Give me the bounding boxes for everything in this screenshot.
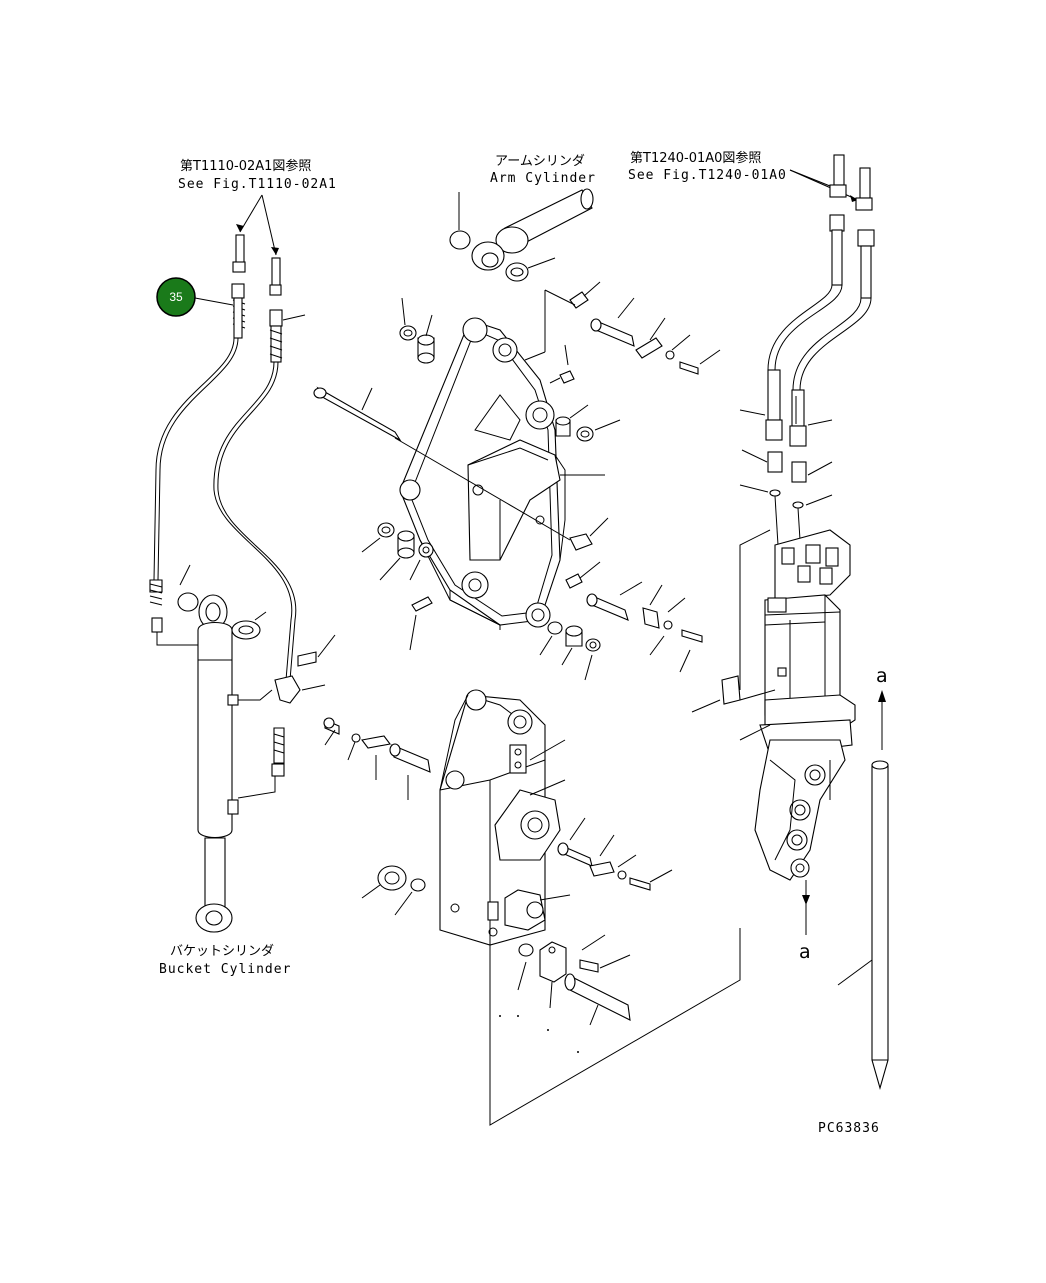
mid-right-pins — [409, 561, 703, 681]
bucket-hose-ref-jp: 第T1110-02A1図参照 — [180, 158, 311, 174]
bucket-cylinder-label-jp: バケットシリンダ — [170, 944, 274, 959]
assembly-group-lines — [489, 529, 771, 1126]
breaker-rod — [837, 760, 889, 1091]
arm-cylinder-label-jp: アームシリンダ — [495, 154, 585, 169]
bucket-cylinder-fittings — [271, 634, 336, 777]
drawing-number: PC63836 — [818, 1121, 880, 1136]
arm-cylinder — [449, 188, 594, 282]
marker-a-arrows — [802, 690, 886, 935]
arm-cylinder-label-en: Arm Cylinder — [490, 171, 596, 186]
bucket-hose-ref-en: See Fig.T1110-02A1 — [178, 177, 337, 192]
callout-35-leader — [194, 297, 234, 306]
upper-bushings — [361, 297, 435, 581]
upper-right-pins — [524, 281, 721, 551]
breaker-ref-arrows — [789, 169, 859, 202]
breaker-hoses — [739, 154, 875, 546]
upper-pin — [313, 386, 571, 541]
lower-pins — [323, 717, 673, 1053]
bucket-hose-right — [213, 257, 306, 681]
bucket-hose-left — [153, 234, 246, 581]
callout-35-badge[interactable] — [156, 277, 196, 317]
marker-a-bottom: a — [799, 941, 811, 963]
breaker-body — [691, 529, 856, 881]
marker-a-top: a — [876, 665, 888, 687]
callout-35-number[interactable]: 35 — [169, 290, 183, 304]
breaker-hose-ref-en: See Fig.T1240-01A0 — [628, 168, 787, 183]
bucket-cylinder — [149, 564, 276, 933]
upper-bracket — [399, 317, 605, 630]
lower-bracket — [439, 689, 571, 946]
breaker-hose-ref-jp: 第T1240-01A0図参照 — [630, 150, 761, 166]
bucket-cylinder-label-en: Bucket Cylinder — [159, 962, 291, 977]
bucket-ref-arrows — [236, 194, 279, 256]
